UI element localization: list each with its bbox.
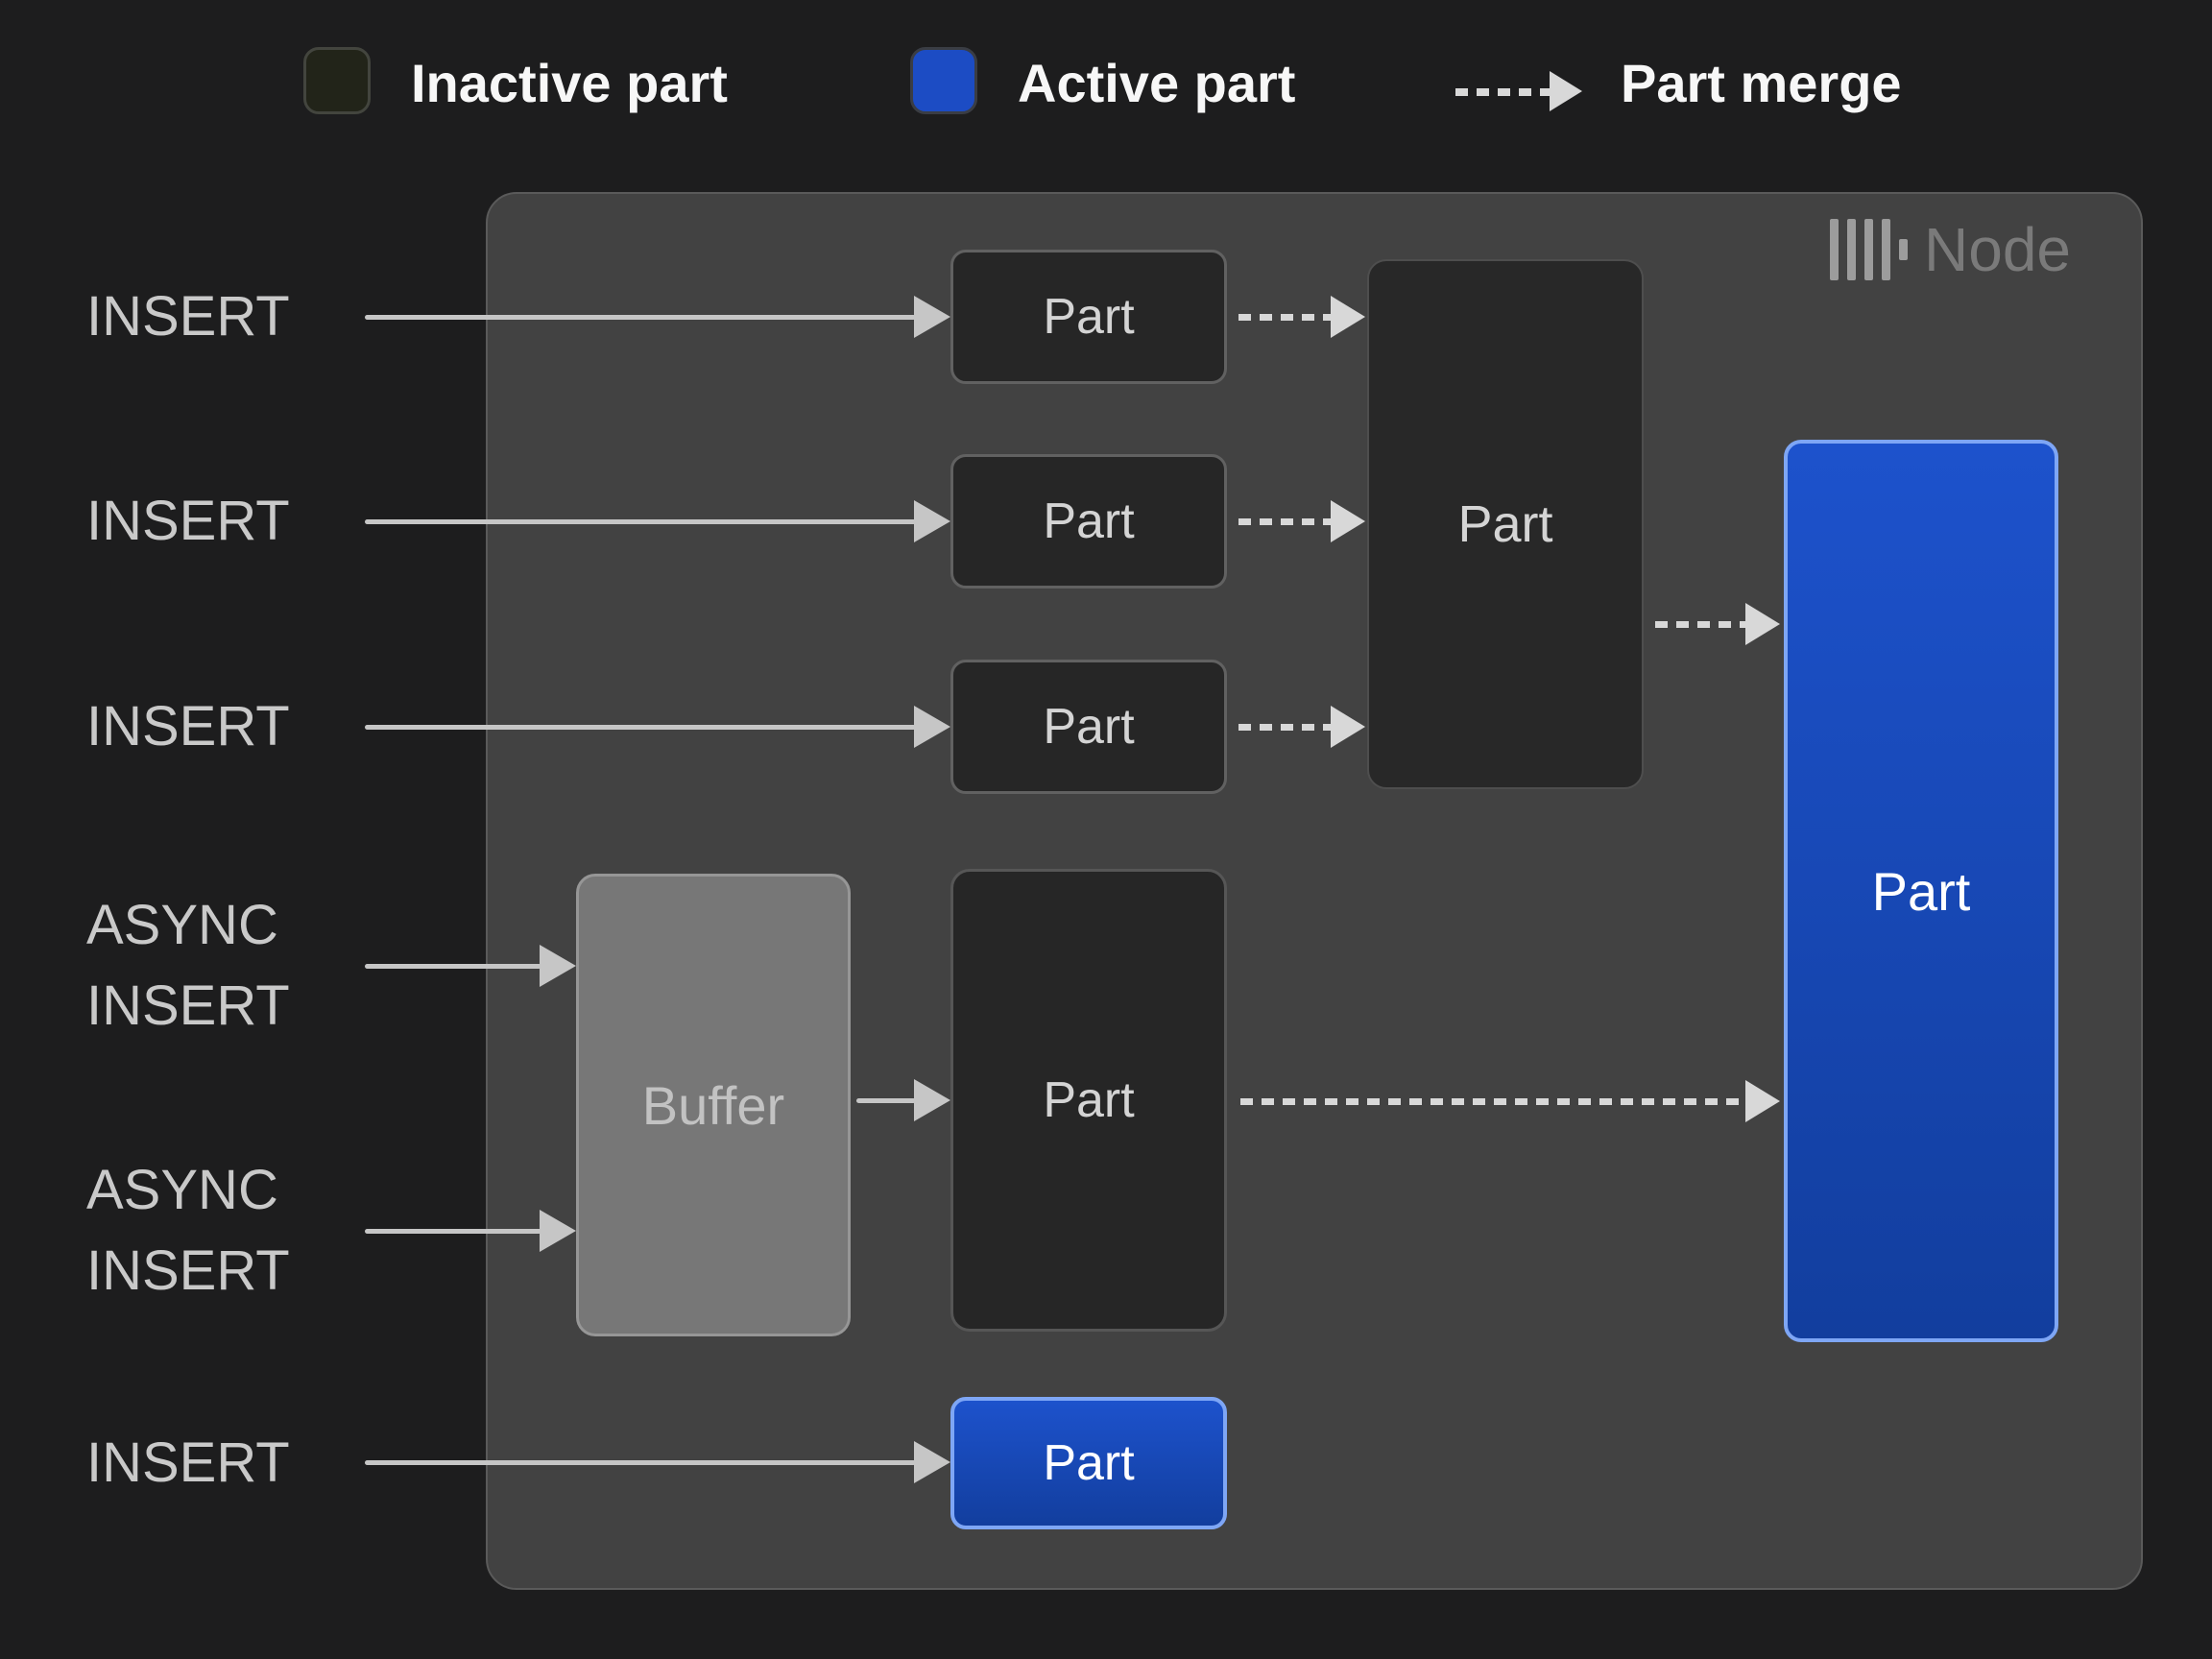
part-box-label: Part: [1043, 493, 1135, 549]
inactive-part-box-3: Part: [950, 660, 1227, 794]
active-part-box-bottom: Part: [950, 1397, 1227, 1529]
part-box-label: Part: [1871, 860, 1971, 922]
node-title: Node: [1924, 215, 2071, 284]
insert-label-2: INSERT: [86, 490, 290, 552]
insert-label-3: INSERT: [86, 695, 290, 757]
inactive-part-box-1: Part: [950, 250, 1227, 384]
part-box-label: Part: [1043, 289, 1135, 345]
active-part-box-large: Part: [1784, 440, 2058, 1342]
part-box-label: Part: [1043, 699, 1135, 755]
insert-label-1: INSERT: [86, 285, 290, 348]
inactive-part-box-2: Part: [950, 454, 1227, 589]
active-part-swatch: [910, 47, 977, 114]
async-insert-label-2: ASYNC INSERT: [86, 1159, 290, 1302]
insert-label-4: INSERT: [86, 1431, 290, 1494]
buffer-box-label: Buffer: [641, 1074, 785, 1136]
async-insert-label-1: ASYNC INSERT: [86, 894, 290, 1037]
clickhouse-logo-icon: [1830, 219, 1911, 280]
buffer-box: Buffer: [576, 874, 851, 1336]
part-box-label: Part: [1457, 495, 1553, 553]
inactive-part-swatch: [303, 47, 371, 114]
part-box-label: Part: [1043, 1435, 1135, 1491]
merged-part-box: Part: [1367, 259, 1644, 789]
legend-merge-label: Part merge: [1621, 53, 1902, 113]
legend-inactive-label: Inactive part: [411, 53, 728, 113]
part-box-label: Part: [1043, 1072, 1135, 1128]
buffered-part-box: Part: [950, 869, 1227, 1332]
legend-active-label: Active part: [1018, 53, 1296, 113]
